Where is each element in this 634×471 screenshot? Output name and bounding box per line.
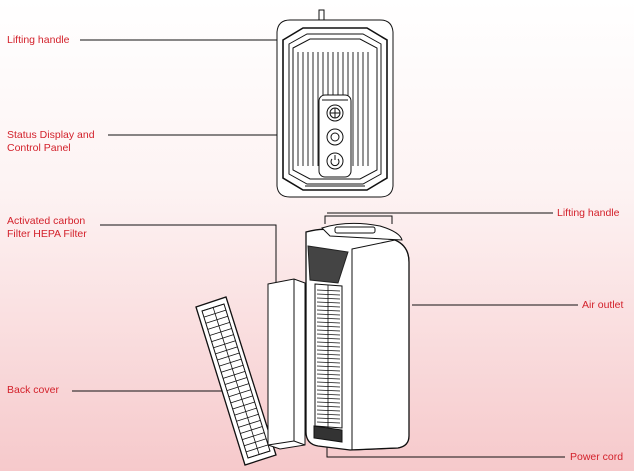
purifier-body bbox=[305, 215, 410, 451]
purifier-top-view bbox=[276, 9, 394, 198]
label-carbon-filter: Activated carbon Filter HEPA Filter bbox=[7, 215, 87, 240]
label-power-cord: Power cord bbox=[570, 451, 624, 463]
label-back-cover: Back cover bbox=[7, 384, 59, 396]
label-status-display: Status Display and Control Panel bbox=[7, 129, 95, 154]
back-cover bbox=[195, 296, 277, 466]
hepa-filter bbox=[267, 278, 306, 450]
label-lifting-handle-right: Lifting handle bbox=[557, 207, 620, 219]
label-lifting-handle-top: Lifting handle bbox=[7, 34, 70, 46]
label-air-outlet: Air outlet bbox=[582, 299, 624, 311]
